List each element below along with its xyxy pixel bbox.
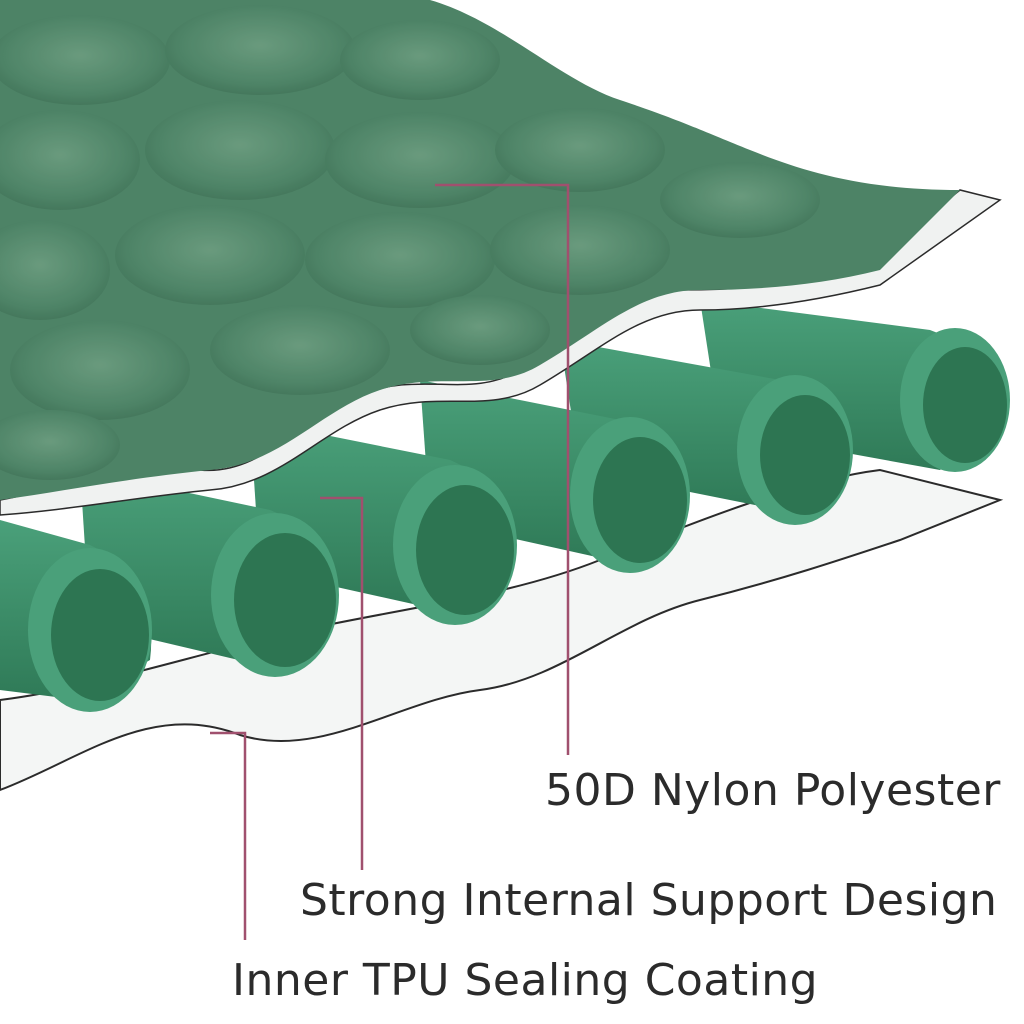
- internal-support-tubes: [0, 300, 1010, 712]
- quilted-pattern: [0, 5, 820, 480]
- label-outer-fabric: 50D Nylon Polyester: [545, 765, 1001, 816]
- leader-line-tpu: [210, 731, 247, 940]
- label-internal-support: Strong Internal Support Design: [300, 875, 998, 926]
- label-inner-coating: Inner TPU Sealing Coating: [232, 955, 819, 1006]
- leader-line-support: [320, 496, 364, 870]
- leader-line-nylon: [435, 183, 570, 755]
- leader-lines: [210, 183, 570, 940]
